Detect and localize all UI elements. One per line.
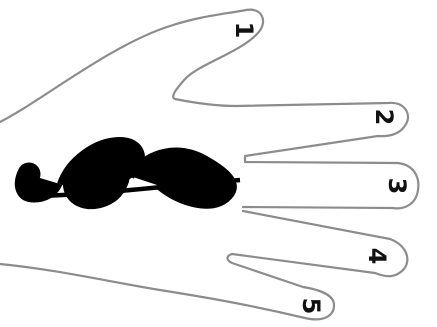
finger-number-middle: 3 xyxy=(383,178,411,195)
hand-outline-lower xyxy=(0,211,407,319)
finger-number-thumb: 1 xyxy=(230,22,258,39)
treble-clef-icon xyxy=(17,140,240,204)
finger-number-index: 2 xyxy=(370,109,398,126)
finger-number-ring: 4 xyxy=(363,248,391,265)
finger-number-pinky: 5 xyxy=(297,298,325,315)
